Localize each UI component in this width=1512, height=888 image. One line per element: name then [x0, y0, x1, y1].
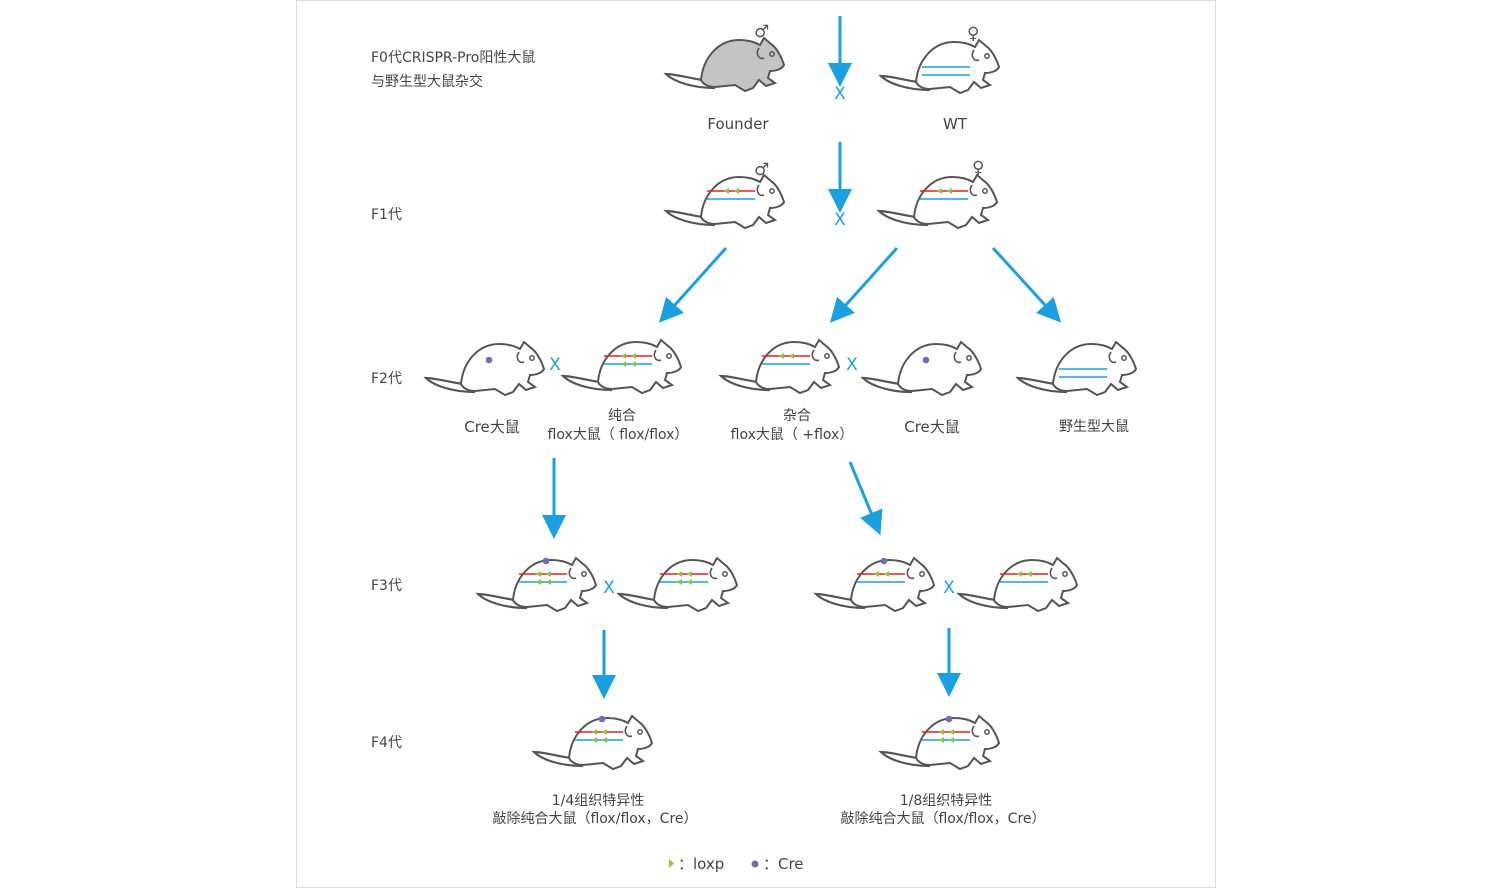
cre-rat-label: Cre大鼠	[464, 418, 520, 436]
f4-left-genotype: 敲除纯合大鼠（flox/flox，Cre）	[492, 811, 698, 827]
f1-label: F1代	[371, 207, 402, 223]
f1-female-rat	[877, 173, 999, 230]
cre-icon	[945, 715, 953, 723]
cross-mark: X	[603, 578, 615, 598]
cross-mark: X	[846, 355, 858, 375]
f4-left-label: 1/4组织特异性	[551, 793, 645, 809]
breeding-arrow	[848, 461, 883, 536]
founder-label: Founder	[707, 115, 769, 133]
breeding-arrow	[991, 246, 1062, 323]
cre-icon	[598, 715, 606, 723]
f3-rat	[814, 556, 936, 613]
f2-cre-rat-2	[861, 340, 983, 397]
f0-label-2: 与野生型大鼠杂交	[371, 74, 483, 90]
female-icon: ♀	[967, 24, 980, 44]
f2-label: F2代	[371, 371, 402, 387]
f3-label: F3代	[371, 578, 402, 594]
loxp-legend-icon	[669, 859, 674, 868]
cre-legend-icon	[751, 860, 759, 868]
f4-ko-rat	[532, 714, 654, 771]
f2-cre-rat	[424, 340, 546, 397]
cre-icon	[542, 557, 550, 565]
cre-icon	[880, 557, 888, 565]
het-label: 杂合	[783, 408, 811, 424]
f4-right-genotype: 敲除纯合大鼠（flox/flox，Cre）	[840, 811, 1046, 827]
breeding-arrow	[829, 246, 899, 323]
f2-homo-flox-rat	[561, 338, 683, 395]
f4-ko-rat	[879, 714, 1001, 771]
breeding-arrow	[658, 246, 728, 323]
f1-male-rat	[664, 173, 786, 230]
cross-mark: X	[834, 210, 846, 230]
cre-rat-label-2: Cre大鼠	[904, 418, 960, 436]
wt-rat-label: 野生型大鼠	[1059, 419, 1129, 435]
wt-rat	[879, 38, 1001, 95]
f4-label: F4代	[371, 735, 402, 751]
homo-genotype: flox大鼠（ flox/flox）	[547, 427, 689, 443]
f3-rat	[617, 556, 739, 613]
cross-mark: X	[834, 84, 846, 104]
cre-icon	[922, 356, 930, 364]
f0-label: F0代CRISPR-Pro阳性大鼠	[371, 50, 536, 66]
cross-mark: X	[549, 355, 561, 375]
cre-legend-label: ：Cre	[763, 855, 804, 873]
homo-label: 纯合	[608, 408, 636, 424]
f3-rat	[476, 556, 598, 613]
f4-right-label: 1/8组织特异性	[899, 793, 993, 809]
f2-het-flox-rat	[719, 338, 841, 395]
cross-mark: X	[943, 578, 955, 598]
f2-wt-rat	[1016, 340, 1138, 397]
cre-icon	[485, 356, 493, 364]
f3-rat	[957, 556, 1079, 613]
loxp-legend-label: ：loxp	[678, 855, 725, 873]
wt-label: WT	[943, 115, 967, 133]
male-icon: ♂	[754, 22, 770, 42]
het-genotype: flox大鼠（ +flox）	[730, 427, 854, 443]
male-icon: ♂	[754, 160, 770, 180]
female-icon: ♀	[972, 158, 985, 178]
